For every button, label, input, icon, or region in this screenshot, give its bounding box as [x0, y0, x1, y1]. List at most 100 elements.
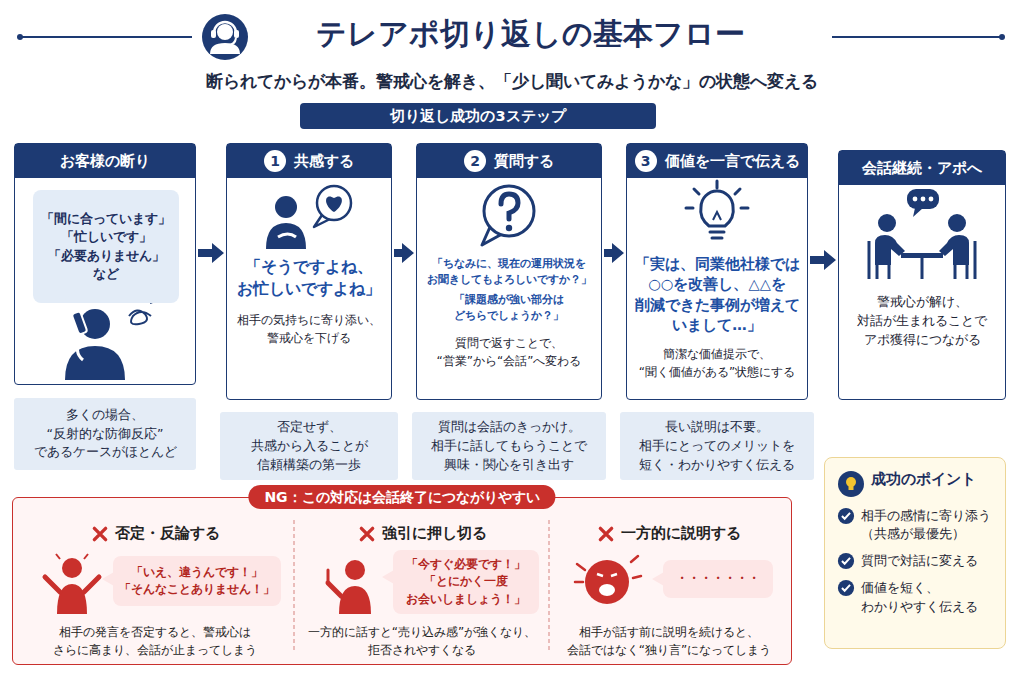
box-node: 会話継続・アポへ警戒心が解け、 対話が生まれることで アポ獲得につながる [838, 150, 1006, 400]
text-num: 2 [464, 150, 486, 172]
text-ngpill: NG：この対応は会話終了につながりやすい [248, 485, 555, 509]
text-desc: 質問で返すことで、 “営業”から“会話”へ変わる [417, 334, 601, 370]
illustration [37, 550, 107, 616]
shape-part [210, 43, 240, 54]
illustration [293, 520, 295, 650]
bullet-icon [91, 525, 109, 543]
icon [837, 507, 855, 525]
text-t-note: 多くの場合、 “反射的な防御反応” であるケースがほとんど [22, 406, 188, 462]
shape-part [600, 528, 611, 539]
text-sh: 成功のポイント [871, 470, 976, 489]
shape-part [328, 583, 341, 596]
header-strip: 会話継続・アポへ [839, 151, 1005, 185]
shape-part [929, 197, 934, 202]
text-si: 価値を短く、 わかりやすく伝える [861, 579, 993, 615]
text-t-note: 長い説明は不要。 相手にとってのメリットを 短く・わかりやすく伝える [628, 418, 806, 474]
shape-part [228, 38, 236, 45]
shape-part [339, 586, 371, 614]
icon [293, 520, 295, 650]
header-strip: 3価値を一言で伝える [627, 144, 807, 178]
text-hd: 質問する [494, 152, 554, 171]
text-q3: 「実は、同業他社様では ○○を改善し、△△を 削減できた事例が増えて いまして…… [627, 254, 808, 335]
shape-part [846, 477, 856, 487]
shape-part [55, 287, 79, 303]
box-node: 3価値を一言で伝える「実は、同業他社様では ○○を改善し、△△を 削減できた事例… [626, 143, 808, 400]
shape-part [921, 197, 926, 202]
shape-part [913, 208, 923, 217]
illustration [382, 570, 394, 584]
text-si: 質問で対話に変える [861, 552, 978, 570]
bullet-icon [837, 507, 855, 525]
icon [548, 520, 550, 650]
shape-part [57, 584, 87, 614]
shape-part [832, 36, 1002, 38]
text-hd: お客様の断り [60, 152, 150, 171]
header-strip: 2 質問する [417, 144, 601, 178]
text-hd: 価値を一言で伝える [665, 152, 800, 171]
ngcol-node: 一方的に説明する相手が話す前に説明を続けると、 会話ではなく“独り言”になってし… [551, 516, 787, 659]
illustration [472, 178, 546, 252]
shape-part [62, 558, 82, 578]
text-q2: 「課題感が強い部分は どちらでしょうか？」 [417, 292, 601, 324]
shape-part [45, 577, 99, 592]
shape-part [575, 556, 641, 582]
text-t-ngb: ・・・・・・・ [676, 570, 760, 587]
illustration [315, 550, 385, 616]
flow-arrow [394, 243, 414, 263]
icon-row: 相手の感情に寄り添う （共感が最優先） [837, 507, 993, 543]
shape-part [597, 574, 617, 576]
icon [45, 294, 165, 380]
ngbub-node: ・・・・・・・ [663, 560, 773, 598]
shape-part [266, 223, 306, 249]
box-node: お客様の断り「間に合っています」 「忙しいです」 「必要ありません」 など [14, 143, 196, 385]
shape-part [686, 181, 748, 208]
shape-part [17, 34, 23, 40]
illustration [677, 178, 757, 250]
shape-part [901, 253, 943, 258]
shape-part [939, 235, 969, 265]
shape-part [501, 194, 518, 219]
shape-part [102, 572, 114, 586]
bullet-icon [358, 525, 376, 543]
shape-part [875, 235, 905, 265]
shape-part [94, 528, 105, 539]
bullet-icon [837, 470, 865, 498]
shape-part [275, 196, 297, 218]
text-hd: 会話継続・アポへ [862, 159, 982, 178]
shape-part [326, 196, 342, 212]
illustration [45, 294, 165, 380]
shape-part [701, 191, 734, 226]
shape-part [293, 520, 295, 650]
text-t-bub: 「間に合っています」 「忙しいです」 「必要ありません」 など [39, 210, 173, 283]
bullet-icon [837, 552, 855, 570]
bullet-icon [597, 525, 615, 543]
succ-node: 成功のポイント相手の感情に寄り添う （共感が最優先） 質問で対話に変える価値を短く… [824, 457, 1006, 649]
shape-part [278, 234, 296, 237]
icon-row: 成功のポイント [837, 470, 993, 498]
note-node: 長い説明は不要。 相手にとってのメリットを 短く・わかりやすく伝える [620, 412, 814, 480]
shape-part [506, 225, 512, 231]
ngpanel-node: NG：この対応は会話終了につながりやすい否定・反論する相手の発言を否定すると、警… [12, 497, 792, 665]
shape-part [382, 570, 394, 584]
header-strip: お客様の断り [15, 144, 195, 178]
text-ngh: 強引に押し切る [382, 524, 487, 543]
text-q2: 「ちなみに、現在の運用状況を お聞きしてもよろしいですか？」 [417, 256, 601, 288]
shape-part [849, 486, 854, 490]
icon [382, 570, 394, 584]
text-desc: 相手の気持ちに寄り添い、 警戒心を下げる [227, 311, 391, 347]
shape-part [999, 34, 1005, 40]
icon [652, 572, 664, 586]
shape-part [713, 212, 721, 220]
flow-arrow [604, 243, 624, 263]
band-node: 切り返し成功の3ステップ [300, 103, 656, 129]
icon-row: 質問で対話に変える [837, 552, 993, 570]
icon [837, 579, 855, 597]
icon [472, 178, 546, 252]
illustration [857, 185, 987, 285]
text-q1: 「そうですよね、 お忙しいですよね」 [227, 256, 391, 301]
bubble-node: 「間に合っています」 「忙しいです」 「必要ありません」 など [33, 190, 179, 303]
icon-row: 否定・反論する [91, 524, 220, 543]
shape-part [361, 528, 372, 539]
